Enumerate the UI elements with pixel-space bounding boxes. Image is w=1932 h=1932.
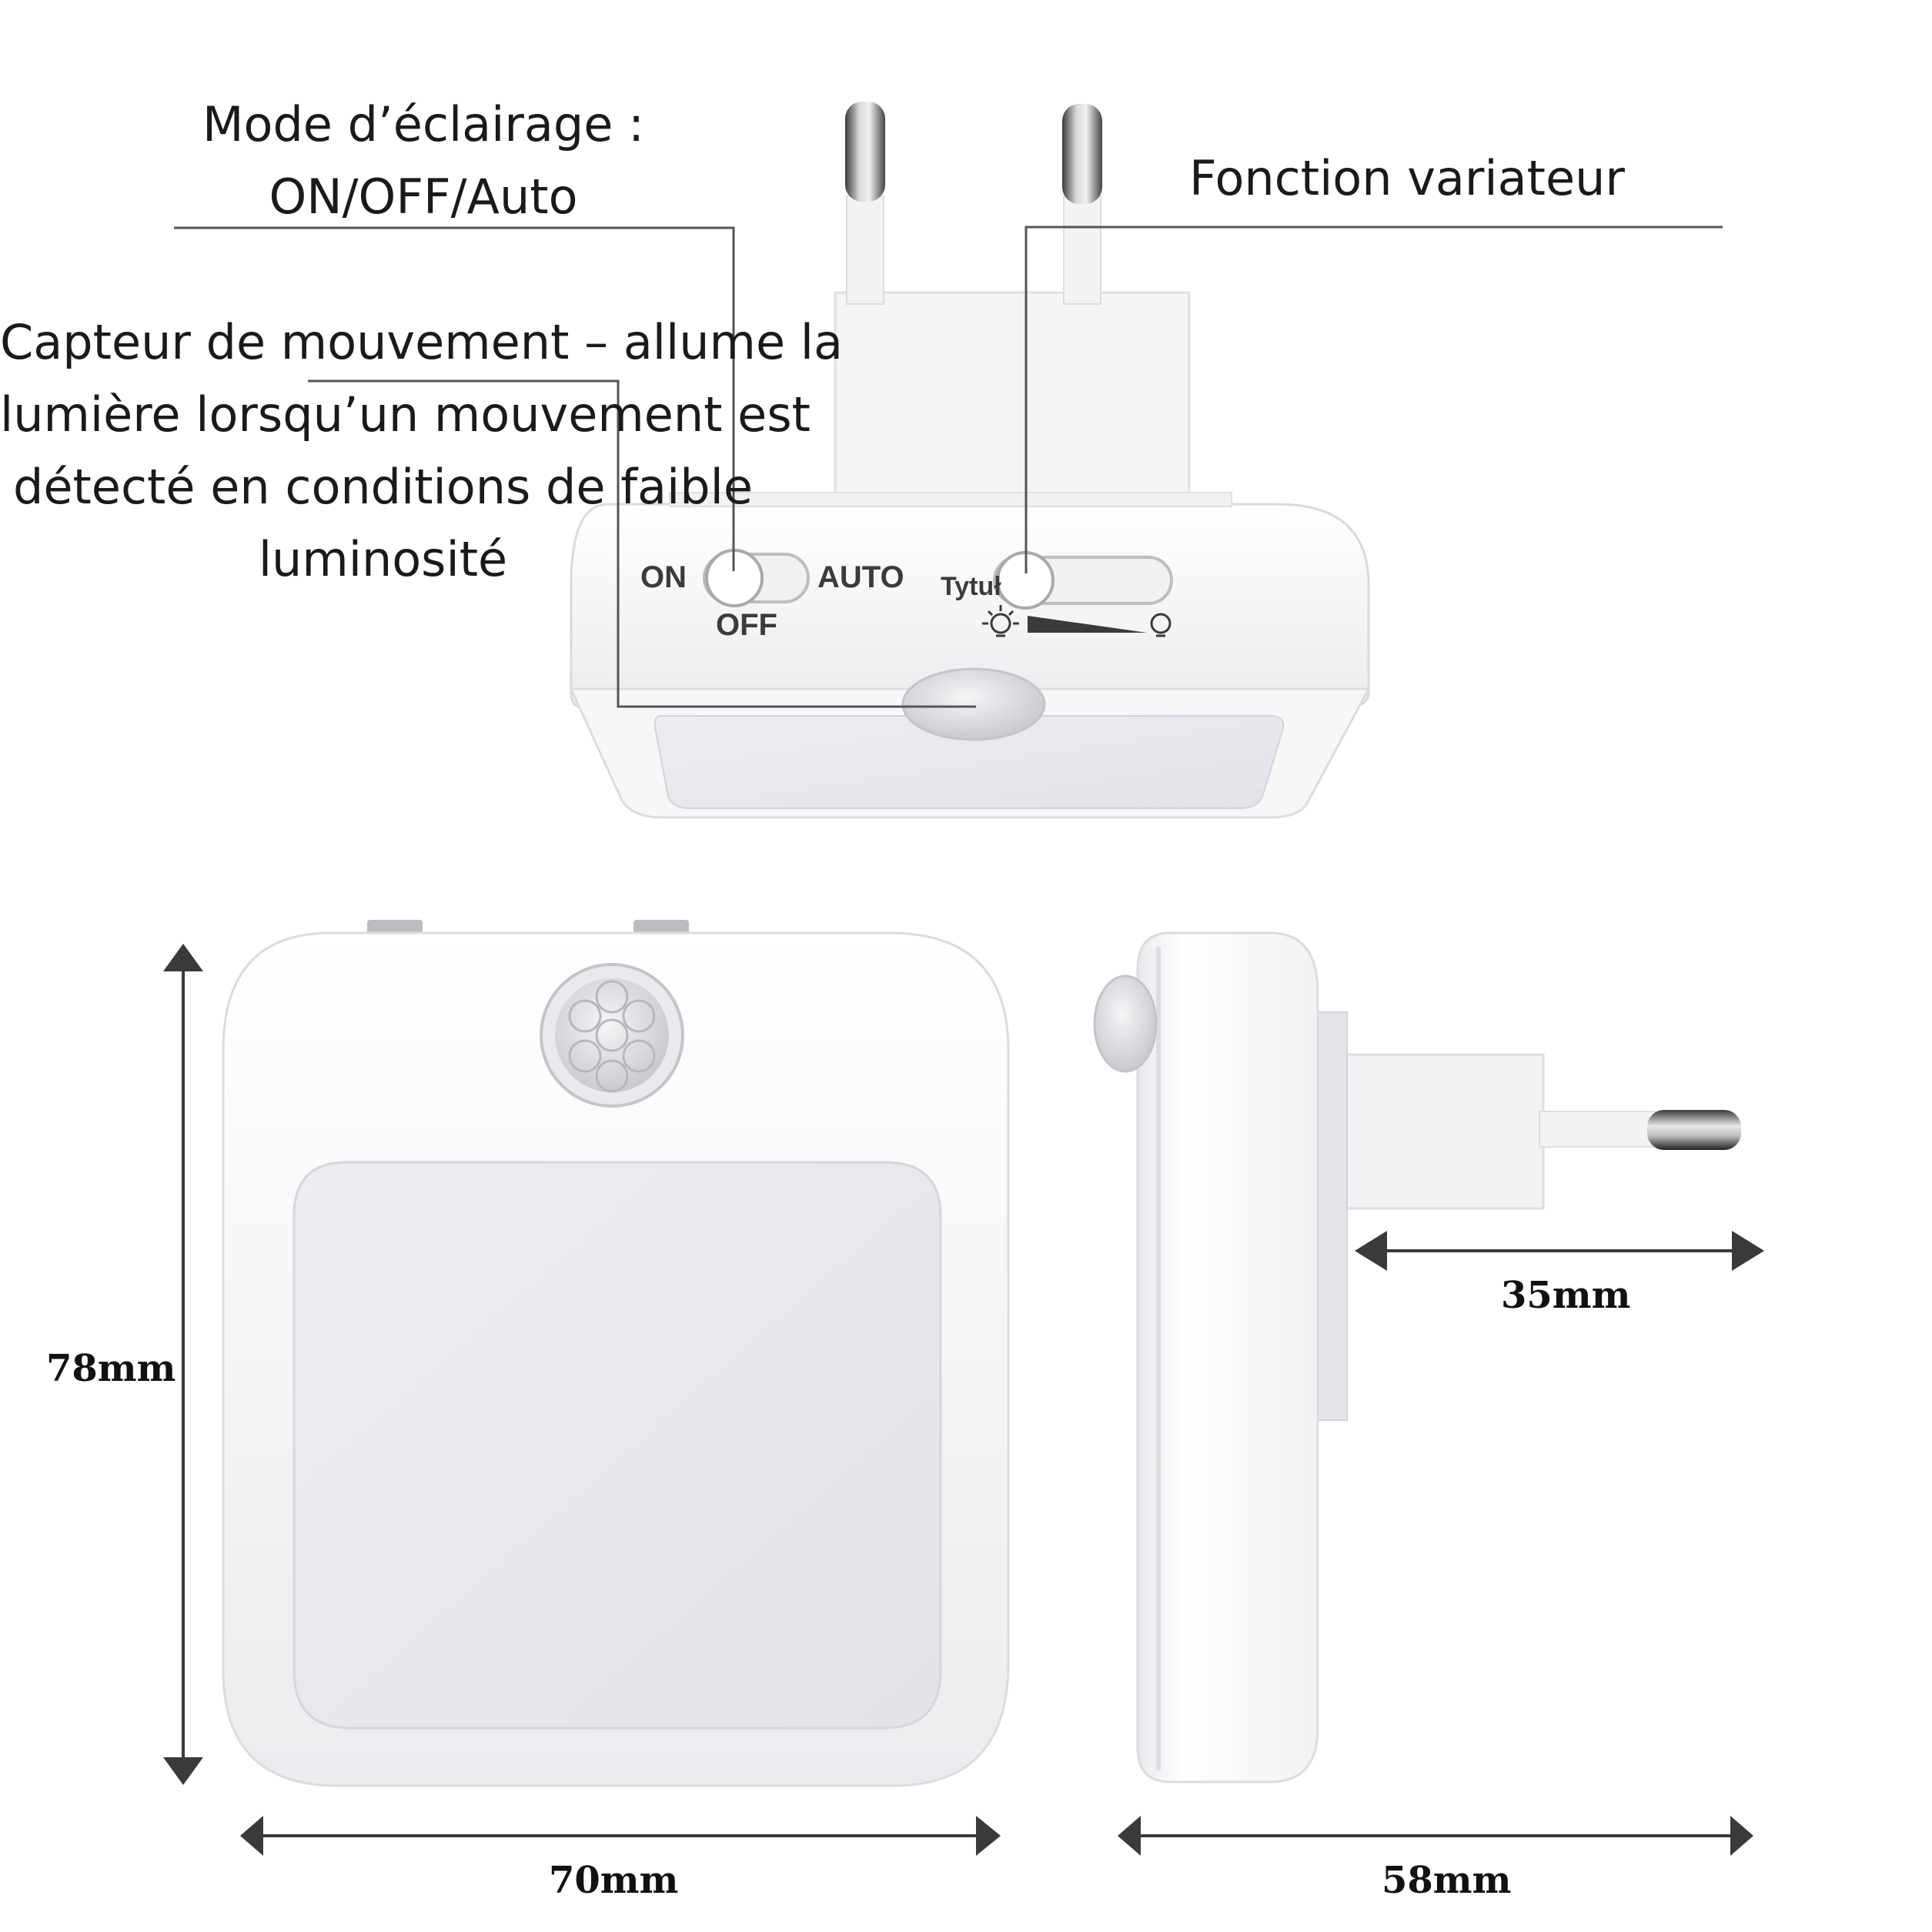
side-pin-tip bbox=[1647, 1110, 1741, 1150]
plug-depth-arrow-right bbox=[1732, 1231, 1764, 1271]
front-lens bbox=[292, 1161, 942, 1730]
height-arrow-bottom bbox=[163, 1757, 203, 1785]
plug-depth-arrow-left bbox=[1355, 1231, 1387, 1271]
motion-sensor-icon bbox=[540, 963, 684, 1108]
sensor-callout-line bbox=[308, 379, 976, 708]
side-view bbox=[1093, 931, 1741, 1783]
dimension-height-label: 78mm bbox=[46, 1347, 176, 1390]
sensor-callout-line1: Capteur de mouvement – allume la bbox=[0, 314, 844, 370]
depth-arrow-right bbox=[1730, 1816, 1753, 1856]
bulb-dim-icon bbox=[1150, 613, 1172, 637]
mode-callout-line1: Mode d’éclairage : bbox=[202, 96, 644, 152]
width-arrow-left bbox=[240, 1816, 263, 1856]
dimmer-callout-text: Fonction variateur bbox=[1189, 150, 1625, 206]
switch-label-off: OFF bbox=[716, 608, 777, 642]
switch-label-on: ON bbox=[640, 560, 687, 594]
motion-sensor-top-view bbox=[901, 667, 1046, 741]
dimension-width-label: 70mm bbox=[549, 1859, 679, 1902]
bulb-bright-icon bbox=[982, 605, 1019, 637]
top-view bbox=[569, 102, 1371, 819]
dimension-plug-depth-label: 35mm bbox=[1501, 1274, 1631, 1317]
mode-callout: Mode d’éclairage : ON/OFF/Auto bbox=[196, 89, 650, 233]
plug-block bbox=[834, 291, 1191, 513]
dimension-arrows bbox=[163, 944, 1764, 1856]
mode-callout-line2: ON/OFF/Auto bbox=[269, 169, 578, 225]
switch-label-dimmer: Tytuł bbox=[941, 572, 1001, 601]
dimmer-callout-line bbox=[1024, 226, 1723, 573]
height-arrow-top bbox=[163, 944, 203, 971]
width-arrow-right bbox=[976, 1816, 1001, 1856]
sensor-callout-line2: lumière lorsqu’un mouvement est bbox=[0, 386, 811, 443]
sensor-callout-line3: détecté en conditions de faible bbox=[13, 459, 753, 515]
plug-pin-left-tip bbox=[845, 102, 885, 202]
front-view bbox=[222, 920, 1010, 1787]
side-sensor bbox=[1093, 974, 1158, 1073]
side-body bbox=[1136, 931, 1319, 1783]
dimmer-wedge bbox=[1028, 616, 1147, 633]
dimmer-callout: Fonction variateur bbox=[1189, 142, 1625, 215]
plug-pin-left-stem bbox=[846, 196, 884, 305]
mode-callout-line bbox=[174, 226, 735, 571]
side-pin-stem bbox=[1539, 1111, 1656, 1148]
plug-pin-right-stem bbox=[1063, 196, 1101, 305]
callout-lines bbox=[174, 226, 1723, 708]
body-back-edge bbox=[669, 492, 1232, 507]
dimension-depth-label: 58mm bbox=[1382, 1859, 1512, 1902]
depth-arrow-left bbox=[1118, 1816, 1141, 1856]
switch-label-auto: AUTO bbox=[817, 560, 904, 594]
side-plug-block bbox=[1311, 1053, 1545, 1210]
sensor-callout: Capteur de mouvement – allume la lumière… bbox=[0, 306, 844, 596]
plug-pin-right-tip bbox=[1062, 104, 1102, 204]
sensor-callout-line4: luminosité bbox=[258, 531, 508, 587]
light-lens-top-view bbox=[653, 715, 1285, 809]
